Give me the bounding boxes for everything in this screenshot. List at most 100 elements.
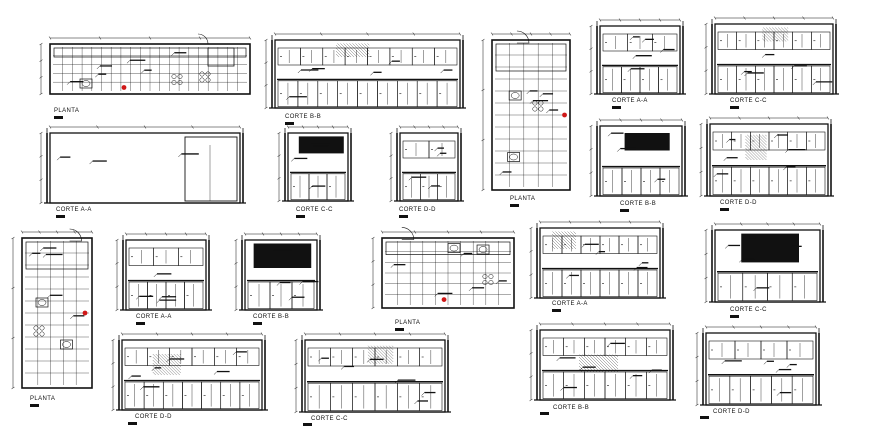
title-tag: [540, 412, 549, 415]
hatch: [745, 150, 755, 161]
dimension-tick: [704, 252, 708, 256]
red-marker: [562, 112, 567, 118]
dimension-tick: [704, 92, 708, 96]
dimension-tick: [772, 16, 776, 20]
annotation-leader: [213, 371, 218, 375]
appliance-icon: [207, 47, 235, 67]
dimension-tick: [371, 306, 375, 310]
dimension-tick: [704, 22, 708, 26]
dimension-tick: [297, 232, 301, 236]
burner-icon: [199, 71, 205, 77]
dimension-tick: [190, 332, 194, 336]
dimension-tick: [234, 238, 238, 242]
dimension-tick: [243, 232, 247, 236]
hatch: [551, 245, 556, 250]
dimension-tick: [658, 18, 662, 22]
dimension-tick: [111, 408, 115, 412]
sink-bowl: [510, 92, 520, 99]
dimension-tick: [589, 148, 593, 151]
dimension-tick: [695, 403, 699, 407]
hatch: [747, 134, 767, 155]
dimension-tick: [479, 230, 483, 234]
annotation-leader: [126, 60, 131, 64]
dimension-tick: [481, 88, 485, 92]
dimension-tick: [598, 18, 602, 22]
hatch: [745, 138, 767, 161]
dimension-tick: [598, 220, 602, 224]
annotation-leader: [66, 81, 71, 85]
dimension-tick: [743, 16, 746, 20]
annotation-leader: [579, 366, 584, 371]
dimension-tick: [589, 124, 593, 128]
appliance-block: [624, 133, 670, 151]
hatch: [340, 43, 355, 58]
cabinet: [236, 347, 260, 366]
dimension-tick: [338, 332, 342, 336]
dimension-tick: [443, 332, 447, 336]
dimension-tick: [792, 222, 795, 226]
hatch: [335, 50, 343, 58]
title-tag: [620, 209, 629, 212]
hatch: [582, 354, 601, 373]
counter-run: [385, 241, 511, 255]
dimension-tick: [767, 116, 771, 120]
annotation-leader: [723, 157, 727, 161]
annotation-leader: [775, 369, 780, 373]
hatch: [158, 353, 180, 376]
annotation-leader: [633, 135, 637, 139]
hatch: [756, 134, 767, 146]
dimension-tick: [115, 285, 119, 288]
annotation-leader: [741, 71, 745, 75]
burner-icon: [33, 325, 39, 331]
annotation-leader: [495, 280, 500, 285]
sink-bowl: [449, 244, 459, 252]
annotation-leader: [654, 179, 658, 183]
annotation-leader: [660, 49, 664, 53]
label-planta-2: PLANTA: [510, 196, 536, 202]
annotation-leader: [526, 90, 530, 95]
dimension-tick: [738, 116, 741, 120]
hatch: [594, 354, 613, 373]
dimension-tick: [529, 328, 533, 332]
dimension-tick: [538, 322, 542, 326]
hatch: [376, 345, 394, 363]
annotation-leader: [632, 55, 636, 59]
dimension-tick: [111, 338, 115, 342]
dimension-tick: [638, 18, 642, 22]
counter-run: [25, 241, 89, 270]
annotation-leader: [28, 253, 33, 257]
annotation-leader: [581, 244, 586, 248]
burner-icon: [39, 331, 45, 337]
hatch: [769, 27, 784, 42]
hatch: [346, 43, 361, 58]
dimension-tick: [660, 118, 663, 122]
hatch: [361, 43, 370, 52]
burner-icon: [488, 280, 494, 285]
hatch: [750, 134, 767, 152]
cabinet: [178, 247, 204, 266]
dimension-tick: [48, 36, 52, 40]
dimension-tick: [264, 38, 268, 42]
hatch: [367, 345, 387, 364]
label-planta-3: PLANTA: [395, 320, 421, 326]
dimension-tick: [398, 125, 402, 129]
dimension-tick: [371, 283, 375, 286]
annotation-leader: [276, 282, 281, 286]
dimension-tick: [699, 146, 703, 150]
label-corte-aa-2: CORTE A-A: [56, 207, 92, 213]
cabinet: [637, 269, 658, 297]
hatch: [753, 134, 767, 149]
door-swing: [69, 228, 82, 242]
dimension-tick: [234, 262, 238, 265]
title-tag: [399, 215, 408, 218]
dimension-tick: [294, 338, 298, 342]
dimension-tick: [668, 322, 672, 326]
hatch: [609, 354, 619, 364]
label-corte-bb-2: CORTE B-B: [620, 201, 657, 207]
hatch: [573, 231, 577, 235]
hatch: [176, 353, 181, 359]
dimension-tick: [529, 273, 533, 276]
annotation-leader: [156, 299, 160, 304]
annotation-leader: [745, 237, 750, 241]
dimension-tick: [412, 32, 415, 36]
